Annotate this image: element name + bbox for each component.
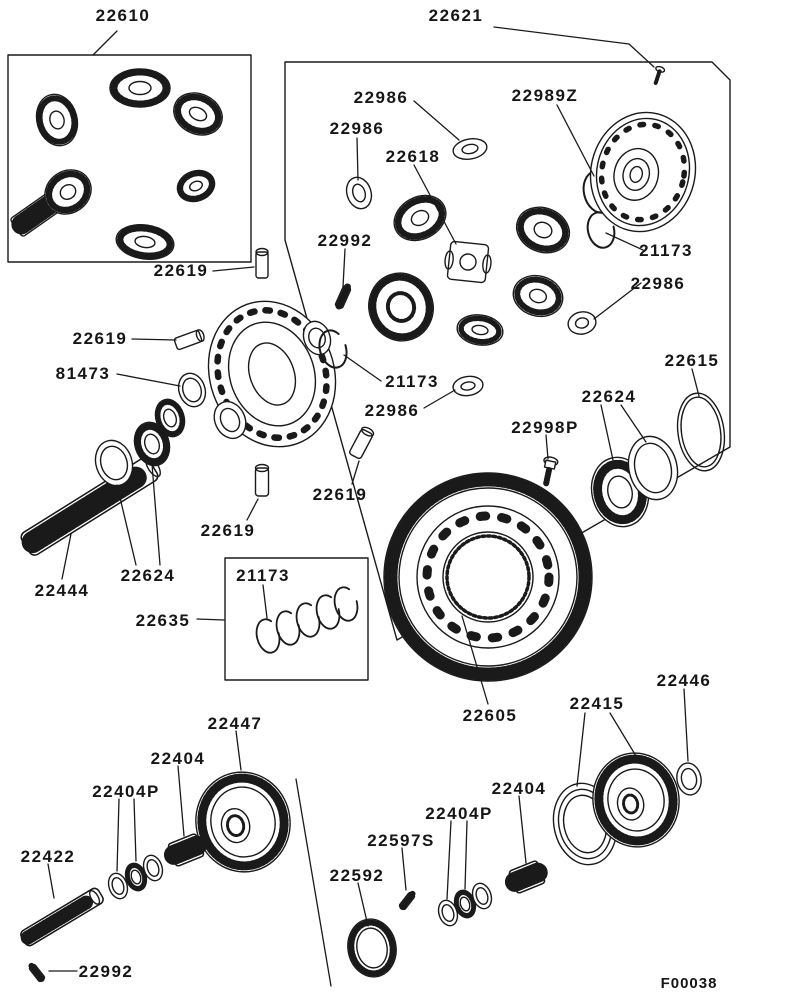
splined-sleeve [504, 860, 550, 894]
left-shaft-stack [20, 372, 207, 556]
pin [254, 463, 270, 497]
spring-ring-set [255, 586, 359, 654]
washer [452, 138, 488, 160]
part-label-22422: 22422 [20, 847, 76, 866]
part-label-22998p: 22998P [511, 418, 579, 437]
helical-gear-22415 [592, 752, 680, 848]
part-label-22597s: 22597S [367, 831, 435, 850]
bolt [543, 456, 559, 487]
part-label-22605: 22605 [462, 706, 518, 725]
part-label-22404p-left: 22404P [92, 782, 160, 801]
detail-boxes [7, 54, 731, 681]
part-label-22447: 22447 [207, 714, 263, 733]
bevel-gear [512, 274, 564, 318]
o-ring [676, 392, 726, 472]
part-label-22404-right: 22404 [491, 779, 547, 798]
washer [567, 311, 597, 335]
spider-gear-cluster [345, 65, 697, 397]
splined-sleeve [163, 833, 209, 867]
part-label-22592: 22592 [329, 866, 385, 885]
leader-lines [47, 26, 700, 987]
part-label-22446: 22446 [656, 671, 712, 690]
part-label-22986-center: 22986 [364, 401, 420, 420]
washer-22446 [676, 762, 702, 796]
bearing-race [627, 435, 679, 501]
part-label-22619-left: 22619 [72, 329, 128, 348]
part-label-22635: 22635 [135, 611, 191, 630]
part-label-22610: 22610 [95, 6, 151, 25]
part-label-22444: 22444 [34, 581, 90, 600]
pin [173, 329, 205, 351]
part-label-22615: 22615 [664, 351, 720, 370]
pins [173, 247, 375, 497]
washer [345, 176, 373, 210]
spur-gear-22447 [195, 771, 291, 873]
washer [107, 872, 129, 900]
bevel-gear [456, 314, 504, 346]
seal-ring [177, 372, 207, 408]
right-bearing-stack [543, 392, 726, 528]
splined-ring [154, 398, 186, 438]
washer [471, 882, 493, 910]
figure-code: F00038 [660, 975, 718, 992]
part-label-22619-lower: 22619 [200, 521, 256, 540]
flange [589, 111, 697, 233]
needle-bearing [453, 889, 477, 919]
part-label-22624-right: 22624 [581, 387, 637, 406]
washer [142, 854, 164, 882]
pin [349, 426, 375, 460]
part-label-21173-box: 21173 [236, 566, 290, 585]
axle-shaft [20, 456, 161, 556]
part-label-22992-lower: 22992 [78, 962, 134, 981]
part-label-22989z: 22989Z [511, 86, 579, 105]
screw [653, 65, 666, 86]
part-label-22624-left: 22624 [120, 566, 176, 585]
washer [452, 375, 484, 397]
part-label-21173-center: 21173 [385, 372, 439, 391]
side-gear [368, 272, 434, 342]
part-label-22404p-right: 22404P [425, 804, 493, 823]
part-label-22986-right: 22986 [630, 274, 686, 293]
part-label-22619-center: 22619 [312, 485, 368, 504]
bevel-gear [515, 206, 571, 254]
part-label-22986-upper: 22986 [329, 119, 385, 138]
diff-gear-set-22610 [9, 68, 223, 261]
part-label-22621: 22621 [428, 6, 484, 25]
idler-shaft [20, 887, 104, 947]
ring-gear [383, 472, 593, 682]
spring-pin [398, 890, 416, 912]
part-label-22619-top: 22619 [153, 261, 209, 280]
roller-bearing [133, 421, 171, 467]
part-label-22404-left: 22404 [150, 749, 206, 768]
bearing-race [94, 439, 134, 487]
part-label-21173-right: 21173 [639, 241, 693, 260]
spring-pin [28, 962, 46, 984]
snap-ring [318, 329, 348, 369]
cross-spider [444, 240, 492, 284]
part-label-22618: 22618 [385, 147, 441, 166]
diff-case [207, 300, 337, 448]
part-label-81473: 81473 [55, 364, 111, 383]
bevel-gear [393, 194, 447, 242]
part-label-22415: 22415 [569, 694, 625, 713]
spring-pin [334, 283, 352, 311]
part-label-22992-upper: 22992 [317, 231, 373, 250]
part-label-22986-top: 22986 [353, 88, 409, 107]
toothed-ring-22592 [347, 918, 397, 978]
snap-ring [586, 211, 616, 249]
pin [255, 247, 269, 279]
